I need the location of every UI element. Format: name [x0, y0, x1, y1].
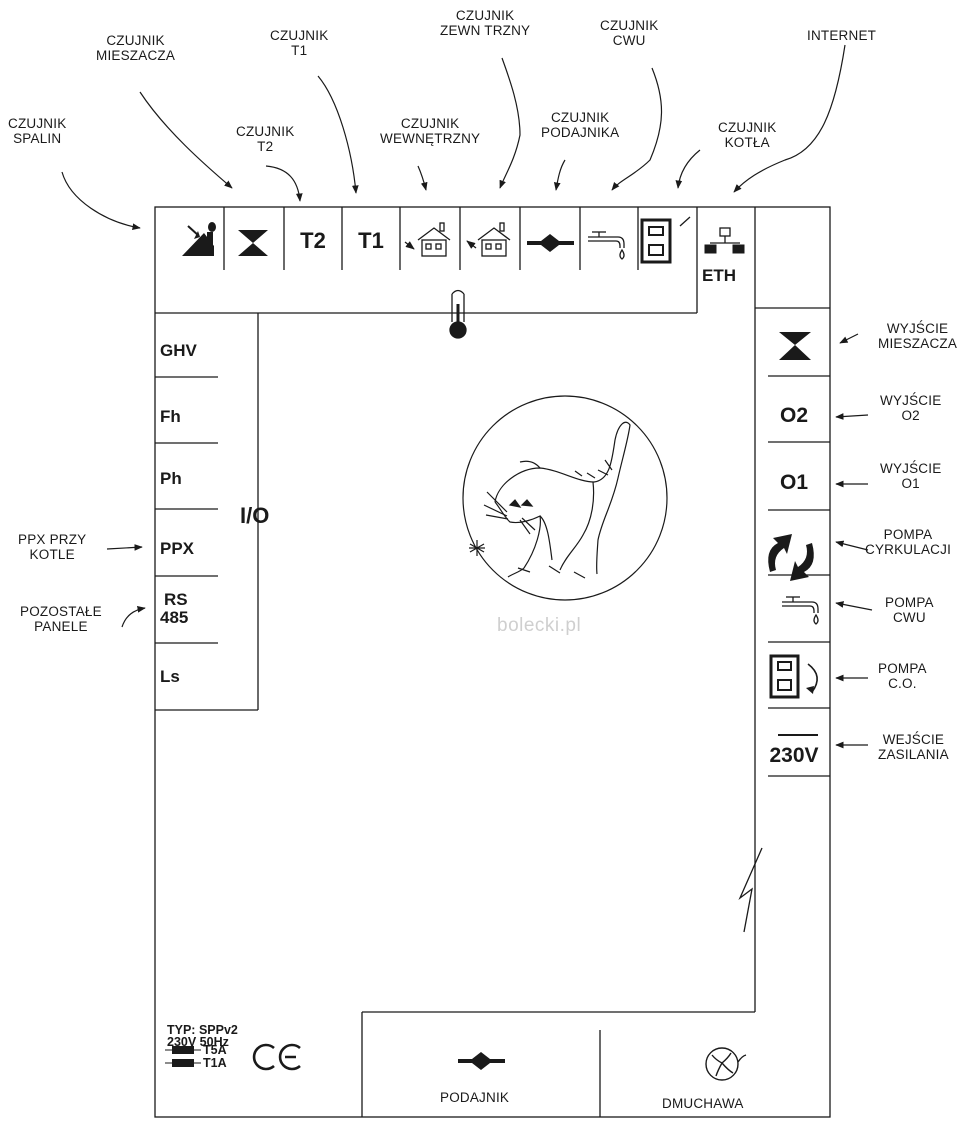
flue-gas-sensor-icon [182, 222, 216, 256]
ppx-terminal-label: PPX [160, 539, 195, 558]
hot-water-tap-icon [588, 231, 625, 260]
t1-terminal-label: T1 [358, 228, 384, 253]
fuse-t5a-label: T5A [203, 1043, 227, 1057]
boiler-sensor-icon [640, 218, 672, 264]
rs-terminal-label: RS [164, 590, 188, 609]
callout-arrows [61, 44, 873, 749]
callout-internet: INTERNET [807, 28, 877, 43]
circulation-pump-icon [768, 534, 814, 581]
230v-input-label: 230V [769, 744, 819, 767]
lightning-icon [738, 847, 763, 933]
mixer-valve-icon [238, 230, 268, 256]
fuse-symbols-icon [165, 1046, 201, 1067]
ls-terminal-label: Ls [160, 667, 180, 686]
thermometer-icon [449, 289, 467, 339]
central-heating-pump-icon [769, 654, 818, 699]
ce-mark-icon [252, 1043, 301, 1071]
type-label: TYP: SPPv2 [167, 1023, 238, 1037]
ghv-terminal-label: GHV [160, 341, 197, 360]
watermark: bolecki.pl [497, 615, 582, 636]
rs485-terminal-label: 485 [160, 608, 189, 627]
blower-fan-icon [705, 1047, 747, 1081]
ph-terminal-label: Ph [160, 469, 182, 488]
mixer-output-icon [779, 332, 811, 360]
outdoor-house-sensor-icon [466, 222, 511, 257]
network-icon [704, 227, 745, 254]
board-frame [154, 206, 831, 1118]
o1-output-label: O1 [779, 471, 808, 494]
o2-output-label: O2 [779, 404, 808, 427]
feeder-sensor-icon [527, 234, 574, 252]
t2-terminal-label: T2 [300, 228, 326, 253]
callout-feeder: PODAJNIK [440, 1090, 510, 1105]
fuse-t1a-label: T1A [203, 1056, 227, 1070]
indoor-house-sensor-icon [404, 222, 451, 257]
callout-blower: DMUCHAWA [662, 1096, 744, 1111]
io-label: I/O [240, 503, 270, 528]
power-rating-label: 230V 50Hz [167, 1035, 229, 1049]
hot-water-pump-icon [782, 596, 819, 625]
cat-logo-icon [462, 395, 668, 601]
eth-terminal-label: ETH [702, 266, 736, 285]
feeder-icon [458, 1052, 505, 1070]
fh-terminal-label: Fh [160, 407, 181, 426]
